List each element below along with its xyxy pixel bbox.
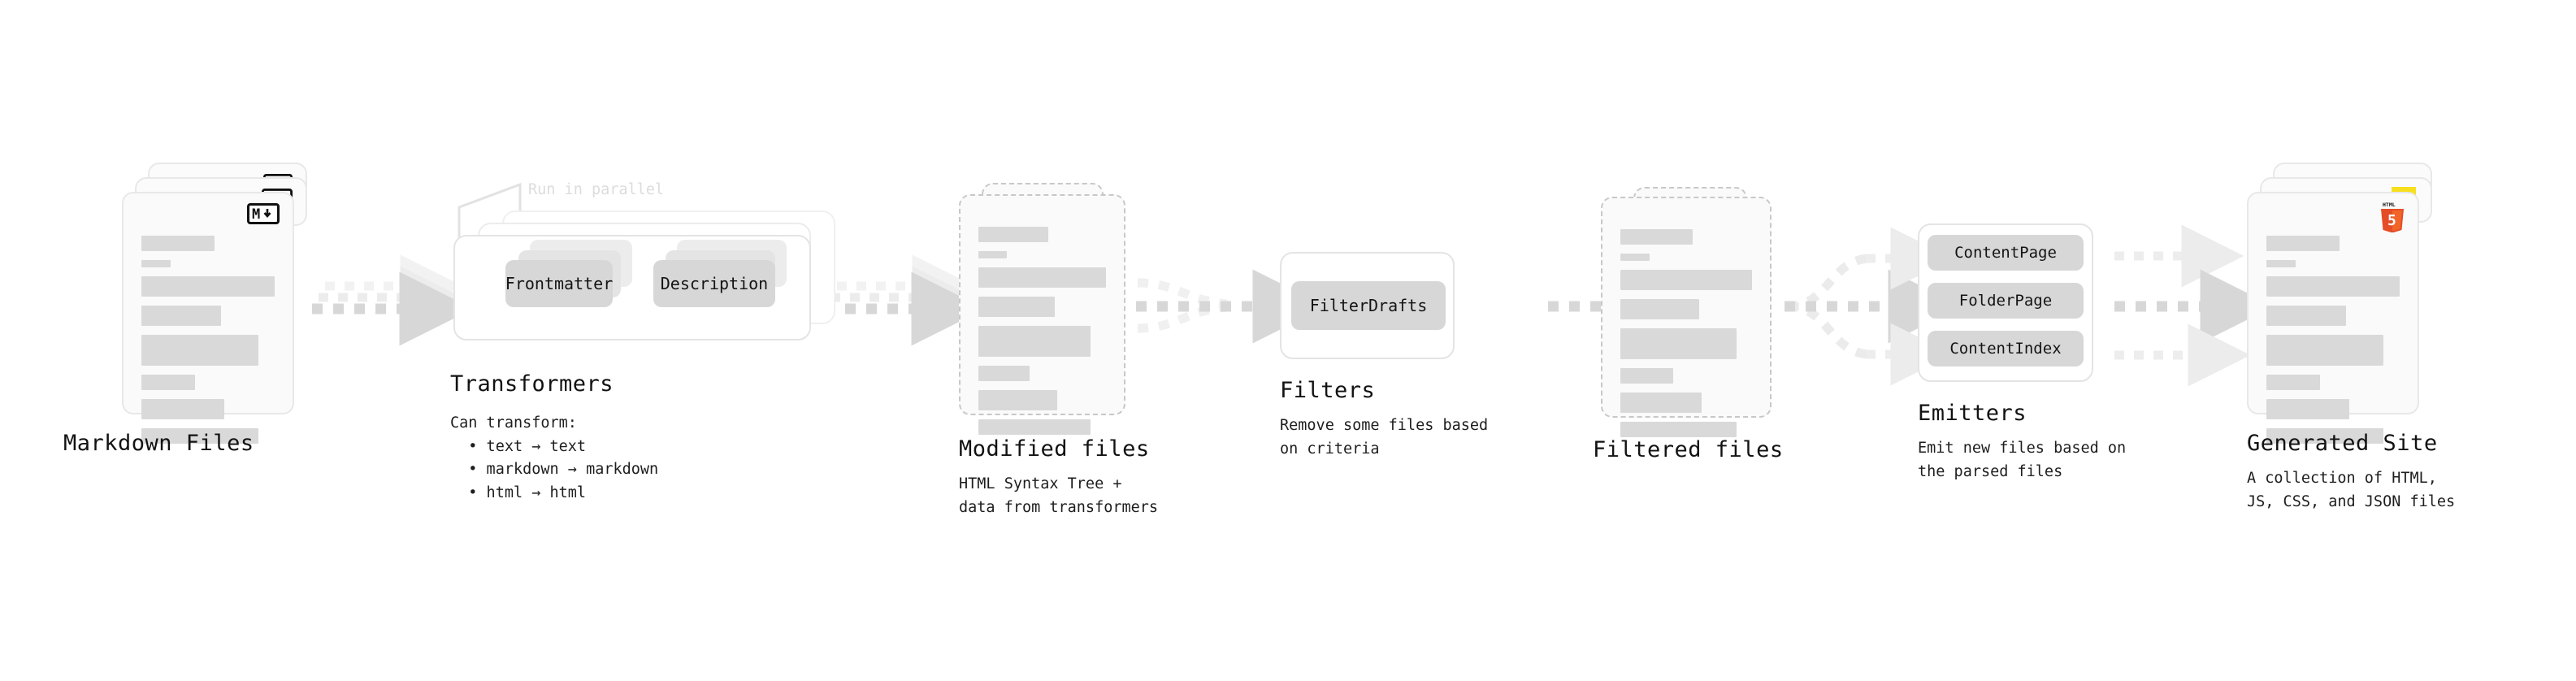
transformer-pill-description[interactable]: Description: [653, 260, 775, 307]
modified-doc-front: [959, 194, 1125, 435]
doc-placeholder-lines: [1620, 229, 1752, 446]
generated-doc-front: HTML 5: [2247, 192, 2419, 444]
stage-title-filters: Filters: [1280, 378, 1376, 403]
html5-icon: HTML 5: [2379, 200, 2406, 236]
markdown-icon: M: [247, 203, 280, 224]
stage-markdown-files: M M: [63, 163, 317, 456]
stage-title-markdown-files: Markdown Files: [63, 431, 254, 456]
stage-title-modified-files: Modified files: [959, 436, 1150, 462]
stage-title-generated-site: Generated Site: [2247, 431, 2438, 456]
filter-pill-filterdrafts[interactable]: FilterDrafts: [1291, 281, 1446, 330]
run-in-parallel-label: Run in parallel: [528, 181, 665, 198]
connector-emitters-to-site: [2114, 224, 2275, 387]
emitter-pill-folderpage[interactable]: FolderPage: [1928, 283, 2084, 319]
stage-filtered-files: Filtered files: [1593, 187, 1788, 462]
connector-md-to-transformers: [312, 254, 474, 346]
markdown-doc-front: M: [122, 192, 294, 444]
filtered-doc-front: [1601, 197, 1772, 437]
stage-title-emitters: Emitters: [1918, 401, 2027, 426]
emitter-pill-contentindex[interactable]: ContentIndex: [1928, 331, 2084, 367]
svg-text:M: M: [252, 206, 260, 221]
emitter-pill-contentpage[interactable]: ContentPage: [1928, 235, 2084, 271]
doc-placeholder-lines: [141, 236, 275, 453]
transformer-pill-frontmatter[interactable]: Frontmatter: [505, 260, 613, 307]
connector-transformers-to-modified: [824, 254, 986, 346]
doc-placeholder-lines: [2266, 236, 2400, 453]
stage-subtitle-generated-site: A collection of HTML, JS, CSS, and JSON …: [2247, 470, 2456, 510]
stage-subtitle-transformers: Can transform: • text → text • markdown …: [450, 414, 659, 502]
stage-title-transformers: Transformers: [450, 371, 614, 397]
stage-subtitle-emitters: Emit new files based on the parsed files: [1918, 440, 2127, 480]
svg-text:5: 5: [2387, 212, 2396, 229]
stage-subtitle-filters: Remove some files based on criteria: [1280, 417, 1489, 458]
stage-subtitle-modified-files: HTML Syntax Tree + data from transformer…: [959, 475, 1159, 516]
connector-filtered-to-emitters: [1785, 227, 1962, 386]
stage-title-filtered-files: Filtered files: [1593, 437, 1784, 462]
stage-modified-files: Modified files HTML Syntax Tree + data f…: [959, 183, 1158, 516]
svg-text:HTML: HTML: [2383, 202, 2396, 208]
stage-generated-site: CSS JS HTML: [2247, 163, 2455, 510]
connector-modified-to-filters: [1136, 269, 1327, 344]
doc-placeholder-lines: [978, 227, 1106, 444]
